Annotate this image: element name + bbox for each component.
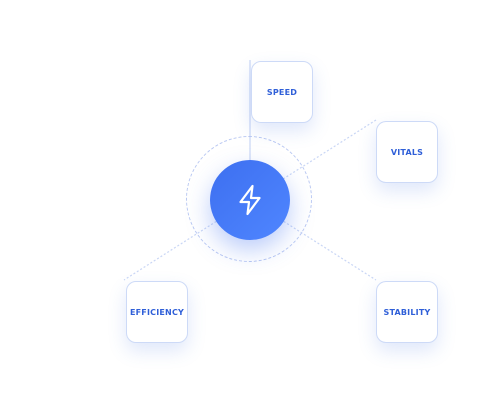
hub-circle[interactable]: [210, 160, 290, 240]
node-label-speed: SPEED: [266, 87, 298, 97]
node-label-efficiency: EFFICIENCY: [129, 307, 185, 317]
node-stability[interactable]: STABILITY: [376, 281, 438, 343]
node-efficiency[interactable]: EFFICIENCY: [126, 281, 188, 343]
node-vitals[interactable]: VITALS: [376, 121, 438, 183]
node-label-vitals: VITALS: [390, 147, 424, 157]
lightning-bolt-icon: [239, 184, 261, 216]
hub-dashed-ring: [186, 136, 312, 262]
node-label-stability: STABILITY: [383, 307, 431, 317]
node-speed[interactable]: SPEED: [251, 61, 313, 123]
